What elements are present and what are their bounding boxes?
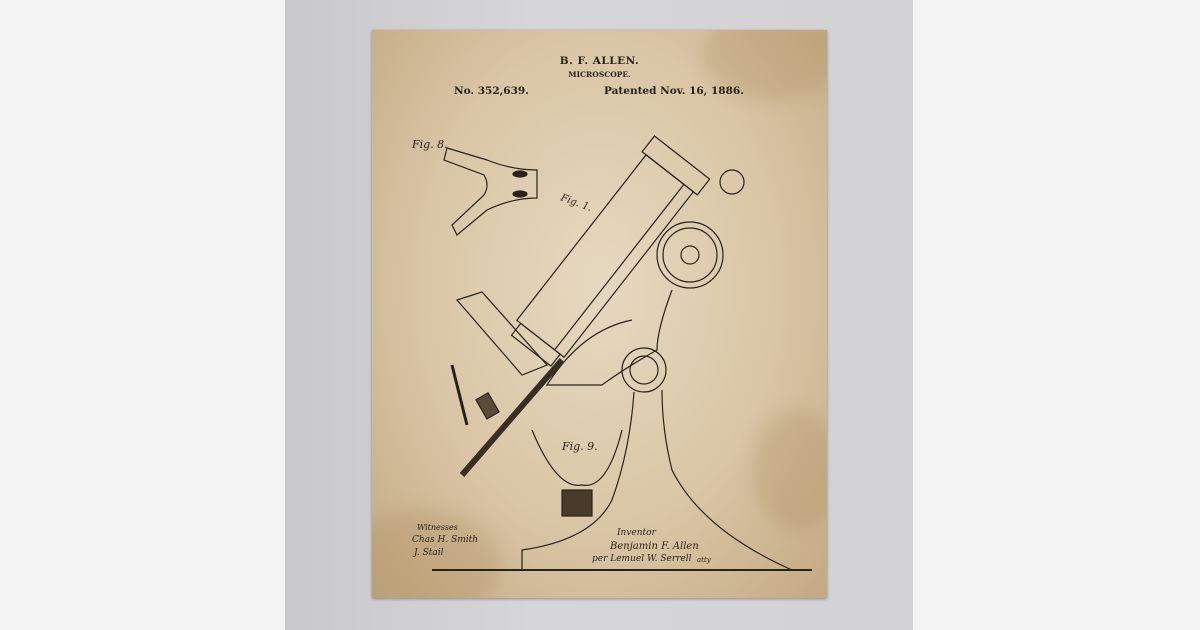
fig8-detail xyxy=(513,171,527,177)
witnesses-label: Witnesses xyxy=(417,523,458,532)
fig9-mirror xyxy=(532,430,622,485)
figure-label: Fig. 1. xyxy=(558,192,593,214)
inventor-label: Inventor xyxy=(617,528,656,538)
fig9-mount xyxy=(562,490,592,516)
figure-label: Fig. 8. xyxy=(411,138,448,151)
focus-wheel xyxy=(657,222,723,288)
arm xyxy=(547,290,672,385)
attorney-signature: per Lemuel W. Serrell xyxy=(592,554,692,564)
witness-signature: J. Stail xyxy=(414,548,444,558)
microscope-drawing: Fig. 8. Fig. 1. Fig. 9. xyxy=(372,30,827,598)
inventor-signature: Benjamin F. Allen xyxy=(610,541,699,552)
substage-bar xyxy=(462,360,562,475)
figure-label: Fig. 9. xyxy=(561,440,598,453)
attorney-suffix: atty xyxy=(697,556,711,564)
pivot-wheel xyxy=(622,348,666,392)
condenser xyxy=(476,393,499,419)
witness-signature: Chas H. Smith xyxy=(412,535,478,545)
mirror-arm xyxy=(452,365,467,425)
microscope-tube xyxy=(504,136,710,372)
fine-wheel xyxy=(720,170,744,194)
patent-poster: B. F. ALLEN. MICROSCOPE. No. 352,639. Pa… xyxy=(372,30,827,598)
fig8-detail xyxy=(513,191,527,197)
